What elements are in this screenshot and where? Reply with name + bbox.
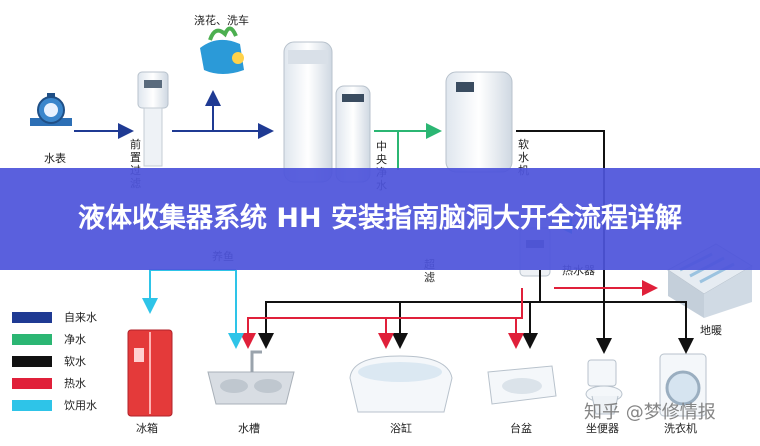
legend-item-hot-water: 热水 bbox=[12, 372, 97, 394]
water-meter-label: 水表 bbox=[44, 152, 66, 165]
title-banner: 液体收集器系统 HH 安装指南脑洞大开全流程详解 bbox=[0, 168, 760, 270]
legend-label: 饮用水 bbox=[64, 399, 97, 412]
floor-heating-label: 地暖 bbox=[700, 324, 722, 337]
storage-tank-icon bbox=[283, 41, 333, 183]
sink-label: 水槽 bbox=[238, 422, 260, 435]
fridge-icon bbox=[127, 329, 173, 417]
purified-water-pipes bbox=[374, 123, 442, 170]
legend-label: 自来水 bbox=[64, 311, 97, 324]
legend-swatch bbox=[12, 311, 52, 323]
toilet-label: 坐便器 bbox=[586, 422, 619, 435]
legend: 自来水 净水 软水 热水 饮用水 bbox=[12, 306, 97, 416]
legend-label: 软水 bbox=[64, 355, 86, 368]
pre-filter-icon bbox=[137, 71, 169, 167]
basin-icon bbox=[487, 365, 557, 405]
garden-label: 浇花、洗车 bbox=[194, 14, 249, 27]
softener-icon bbox=[445, 71, 513, 173]
legend-label: 热水 bbox=[64, 377, 86, 390]
legend-swatch bbox=[12, 333, 52, 345]
watermark: 知乎 @梦修情报 bbox=[584, 402, 716, 423]
washer-icon bbox=[659, 353, 707, 417]
legend-swatch bbox=[12, 355, 52, 367]
soft-water-pipes bbox=[258, 130, 694, 354]
water-meter-icon bbox=[30, 93, 72, 126]
legend-label: 净水 bbox=[64, 333, 86, 346]
sink-icon bbox=[207, 350, 295, 405]
legend-item-drinking-water: 饮用水 bbox=[12, 394, 97, 416]
toilet-icon bbox=[585, 359, 623, 415]
hot-water-pipes bbox=[240, 280, 658, 349]
tap-water-pipes bbox=[74, 90, 274, 139]
legend-item-purified-water: 净水 bbox=[12, 328, 97, 350]
page-title: 液体收集器系统 HH 安装指南脑洞大开全流程详解 bbox=[78, 203, 682, 234]
legend-item-soft-water: 软水 bbox=[12, 350, 97, 372]
washer-label: 洗衣机 bbox=[664, 422, 697, 435]
fridge-label: 冰箱 bbox=[136, 422, 158, 435]
legend-swatch bbox=[12, 377, 52, 389]
legend-swatch bbox=[12, 399, 52, 411]
bathtub-icon bbox=[349, 355, 453, 413]
legend-item-tap-water: 自来水 bbox=[12, 306, 97, 328]
bathtub-label: 浴缸 bbox=[390, 422, 412, 435]
basin-label: 台盆 bbox=[510, 422, 532, 435]
garden-icon bbox=[200, 26, 244, 74]
